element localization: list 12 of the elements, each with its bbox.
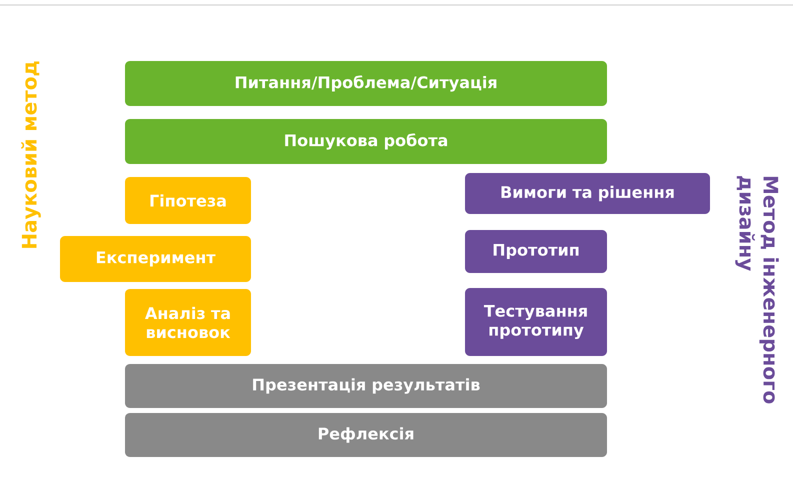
- step-box: Експеримент: [60, 236, 251, 282]
- side-label: Науковий метод: [21, 61, 41, 248]
- step-box: Рефлексія: [125, 413, 607, 457]
- side-label: Метод інженерного дизайну: [735, 176, 779, 404]
- step-box: Аналіз та висновок: [125, 289, 251, 356]
- step-box: Пошукова робота: [125, 119, 607, 164]
- step-box: Вимоги та рішення: [465, 173, 710, 214]
- step-box: Питання/Проблема/Ситуація: [125, 61, 607, 106]
- step-box: Тестування прототипу: [465, 288, 607, 356]
- step-box: Презентація результатів: [125, 364, 607, 408]
- step-box: Прототип: [465, 230, 607, 273]
- step-box: Гіпотеза: [125, 177, 251, 224]
